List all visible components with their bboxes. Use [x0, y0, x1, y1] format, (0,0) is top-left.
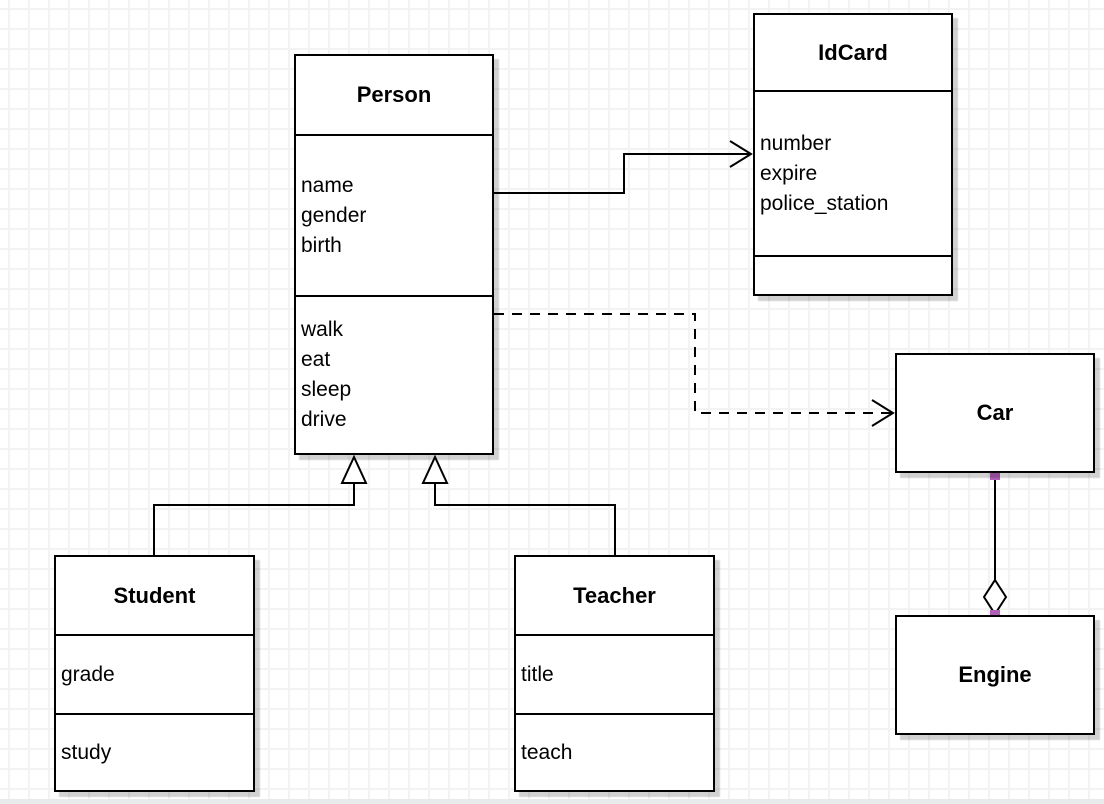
- method: study: [61, 740, 112, 764]
- class-student-methods: study: [56, 713, 253, 790]
- class-teacher-attributes: title: [516, 634, 713, 713]
- edge-teacher-person-generalization[interactable]: [434, 483, 616, 555]
- class-idcard[interactable]: IdCard number expire police_station: [753, 13, 953, 296]
- open-arrowhead-car: [871, 399, 895, 427]
- edge-student-person-generalization[interactable]: [153, 483, 355, 555]
- class-teacher-methods: teach: [516, 713, 713, 790]
- class-student[interactable]: Student grade study: [54, 555, 255, 792]
- method: eat: [301, 348, 331, 371]
- attribute: expire: [760, 161, 818, 185]
- method: drive: [301, 408, 347, 431]
- open-arrowhead-idcard: [729, 140, 753, 168]
- class-idcard-title: IdCard: [818, 39, 888, 65]
- class-car[interactable]: Car: [895, 353, 1095, 473]
- class-engine-title: Engine: [958, 662, 1032, 687]
- edge-person-idcard-association[interactable]: [494, 153, 750, 194]
- attribute: gender: [301, 203, 367, 227]
- class-student-title: Student: [113, 582, 196, 608]
- class-person-attributes: name gender birth: [296, 134, 492, 295]
- class-person-methods: walk eat sleep drive: [296, 295, 492, 453]
- class-idcard-methods: [755, 255, 951, 294]
- class-person-title: Person: [356, 82, 432, 107]
- attribute: police_station: [760, 191, 889, 215]
- class-teacher[interactable]: Teacher title teach: [514, 555, 715, 792]
- method: teach: [521, 740, 573, 764]
- edge-person-car-dependency[interactable]: [494, 313, 892, 414]
- attribute: name: [301, 173, 354, 197]
- attribute: number: [760, 131, 832, 155]
- class-student-attributes: grade: [56, 634, 253, 713]
- class-car-title: Car: [976, 400, 1014, 425]
- class-teacher-title: Teacher: [573, 582, 656, 608]
- method: walk: [301, 318, 344, 341]
- aggregation-diamond: [982, 578, 1008, 616]
- generalization-triangle-student: [340, 454, 368, 484]
- method: sleep: [301, 378, 352, 401]
- class-engine[interactable]: Engine: [895, 615, 1095, 735]
- class-idcard-attributes: number expire police_station: [755, 90, 951, 255]
- generalization-triangle-teacher: [421, 454, 449, 484]
- connection-handle-car[interactable]: [990, 470, 1000, 480]
- attribute: title: [521, 662, 554, 686]
- class-person[interactable]: Person name gender birth walk eat sleep …: [294, 54, 494, 455]
- canvas-bottom-edge: [0, 799, 1104, 804]
- attribute: birth: [301, 233, 342, 257]
- attribute: grade: [61, 662, 115, 686]
